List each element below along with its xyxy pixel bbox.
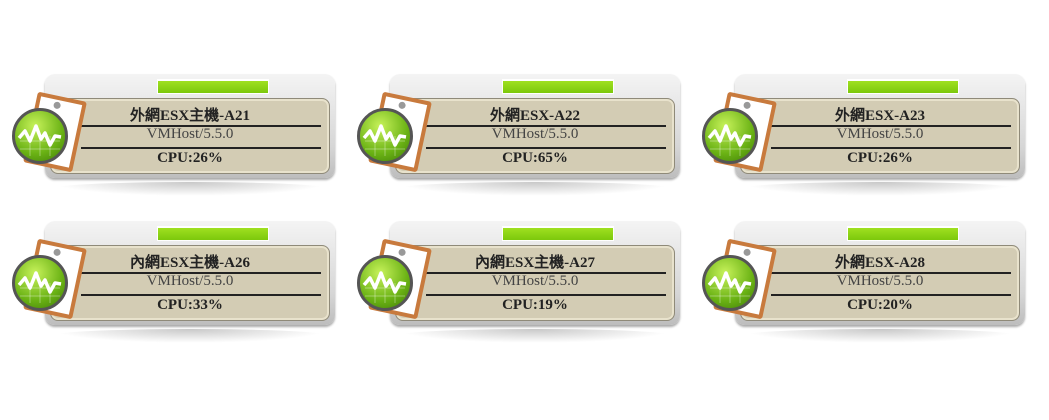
host-card[interactable]: 內網ESX主機-A26 VMHost/5.5.0 CPU:33%: [5, 221, 335, 346]
divider: [81, 125, 321, 127]
divider: [426, 125, 666, 127]
card-shadow: [740, 329, 1020, 343]
info-panel: 外網ESX-A22 VMHost/5.5.0 CPU:65%: [395, 98, 675, 174]
host-type: VMHost/5.5.0: [146, 126, 234, 142]
host-type: VMHost/5.5.0: [836, 126, 924, 142]
cpu-usage: CPU:20%: [847, 297, 913, 313]
card-shadow: [50, 182, 330, 196]
host-type: VMHost/5.5.0: [491, 126, 579, 142]
host-name: 內網ESX主機-A26: [129, 255, 250, 271]
monitor-pulse-icon: [357, 255, 413, 311]
info-panel: 外網ESX-A28 VMHost/5.5.0 CPU:20%: [740, 245, 1020, 321]
host-card[interactable]: 外網ESX-A22 VMHost/5.5.0 CPU:65%: [350, 74, 680, 199]
monitor-pulse-icon: [12, 108, 68, 164]
cpu-usage: CPU:26%: [157, 150, 223, 166]
status-bar: [502, 79, 614, 94]
host-name: 外網ESX主機-A21: [129, 108, 250, 124]
info-panel: 內網ESX主機-A27 VMHost/5.5.0 CPU:19%: [395, 245, 675, 321]
card-shadow: [395, 329, 675, 343]
divider: [771, 147, 1011, 149]
host-name: 內網ESX主機-A27: [474, 255, 595, 271]
divider: [81, 272, 321, 274]
host-type: VMHost/5.5.0: [836, 273, 924, 289]
host-card[interactable]: 內網ESX主機-A27 VMHost/5.5.0 CPU:19%: [350, 221, 680, 346]
divider: [771, 125, 1011, 127]
card-shadow: [395, 182, 675, 196]
host-card[interactable]: 外網ESX主機-A21 VMHost/5.5.0 CPU:26%: [5, 74, 335, 199]
info-panel: 內網ESX主機-A26 VMHost/5.5.0 CPU:33%: [50, 245, 330, 321]
status-bar: [847, 79, 959, 94]
card-shadow: [740, 182, 1020, 196]
host-type: VMHost/5.5.0: [146, 273, 234, 289]
monitor-pulse-icon: [702, 108, 758, 164]
host-name: 外網ESX-A23: [834, 108, 925, 124]
status-bar: [157, 226, 269, 241]
cpu-usage: CPU:65%: [502, 150, 568, 166]
card-shadow: [50, 329, 330, 343]
divider: [426, 147, 666, 149]
host-card[interactable]: 外網ESX-A28 VMHost/5.5.0 CPU:20%: [695, 221, 1025, 346]
host-type: VMHost/5.5.0: [491, 273, 579, 289]
divider: [771, 272, 1011, 274]
info-panel: 外網ESX-A23 VMHost/5.5.0 CPU:26%: [740, 98, 1020, 174]
status-bar: [502, 226, 614, 241]
host-card[interactable]: 外網ESX-A23 VMHost/5.5.0 CPU:26%: [695, 74, 1025, 199]
divider: [81, 294, 321, 296]
status-bar: [157, 79, 269, 94]
info-panel: 外網ESX主機-A21 VMHost/5.5.0 CPU:26%: [50, 98, 330, 174]
cpu-usage: CPU:19%: [502, 297, 568, 313]
cpu-usage: CPU:26%: [847, 150, 913, 166]
divider: [81, 147, 321, 149]
divider: [426, 272, 666, 274]
monitor-pulse-icon: [702, 255, 758, 311]
divider: [426, 294, 666, 296]
monitor-pulse-icon: [357, 108, 413, 164]
host-name: 外網ESX-A22: [489, 108, 580, 124]
cpu-usage: CPU:33%: [157, 297, 223, 313]
monitor-pulse-icon: [12, 255, 68, 311]
host-name: 外網ESX-A28: [834, 255, 925, 271]
status-bar: [847, 226, 959, 241]
divider: [771, 294, 1011, 296]
